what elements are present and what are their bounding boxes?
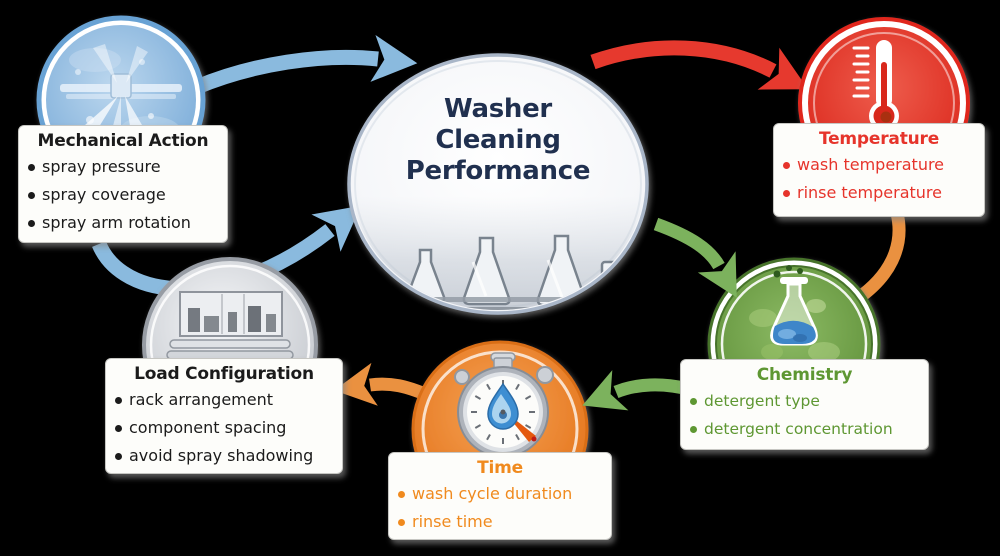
time-bullets: wash cycle duration rinse time	[395, 480, 605, 536]
washer-load-photo	[352, 196, 644, 310]
wash-rack-icon	[166, 291, 294, 360]
temperature-title: Temperature	[818, 129, 940, 149]
arrow-mechanical-to-performance	[194, 35, 418, 94]
bullet-item: component spacing	[112, 414, 336, 442]
bullet-item: wash temperature	[780, 151, 978, 179]
mechanical-action-title: Mechanical Action	[37, 131, 209, 151]
time-circle	[411, 340, 589, 518]
chemistry-label-box: Chemistry detergent type detergent conce…	[680, 359, 929, 450]
mechanical-action-bullets: spray pressure spray coverage spray arm …	[25, 153, 221, 237]
bullet-item: rack arrangement	[112, 386, 336, 414]
center-title-line: Performance	[405, 156, 591, 186]
bullet-item: avoid spray shadowing	[112, 442, 336, 470]
stopwatch-icon	[454, 352, 554, 458]
time-title: Time	[477, 458, 523, 478]
bullet-item: detergent concentration	[687, 415, 922, 443]
bullet-dot	[115, 453, 122, 460]
bullet-dot	[783, 190, 790, 197]
center-title-line: Cleaning	[435, 125, 561, 155]
bullet-dot	[28, 192, 35, 199]
bullet-dot	[690, 398, 697, 405]
bullet-dot	[398, 519, 405, 526]
bullet-item: rinse time	[395, 508, 605, 536]
bullet-item: wash cycle duration	[395, 480, 605, 508]
arrow-performance-to-chemistry	[653, 217, 737, 298]
arrow-performance-to-temperature	[590, 40, 809, 90]
load-configuration-title: Load Configuration	[134, 364, 314, 384]
bullet-dot	[690, 426, 697, 433]
center-title-line: Washer	[444, 94, 552, 124]
chemistry-title: Chemistry	[756, 365, 853, 385]
bullet-item: spray arm rotation	[25, 209, 221, 237]
bullet-item: spray pressure	[25, 153, 221, 181]
bullet-item: spray coverage	[25, 181, 221, 209]
bullet-dot	[115, 425, 122, 432]
temperature-label-box: Temperature wash temperature rinse tempe…	[773, 123, 985, 217]
bullet-dot	[783, 162, 790, 169]
bullet-dot	[28, 220, 35, 227]
arrow-temperature-to-chemistry	[853, 211, 906, 305]
bullet-dot	[398, 491, 405, 498]
flask-icon	[770, 265, 818, 346]
bullet-dot	[115, 397, 122, 404]
chemistry-bullets: detergent type detergent concentration	[687, 387, 922, 443]
load-configuration-label-box: Load Configuration rack arrangement comp…	[105, 358, 343, 474]
temperature-bullets: wash temperature rinse temperature	[780, 151, 978, 207]
center-title: Washer Cleaning Performance	[350, 94, 646, 187]
load-configuration-bullets: rack arrangement component spacing avoid…	[112, 386, 336, 470]
bullet-item: rinse temperature	[780, 179, 978, 207]
bullet-item: detergent type	[687, 387, 922, 415]
time-label-box: Time wash cycle duration rinse time	[388, 452, 612, 540]
mechanical-action-label-box: Mechanical Action spray pressure spray c…	[18, 125, 228, 243]
bullet-dot	[28, 164, 35, 171]
